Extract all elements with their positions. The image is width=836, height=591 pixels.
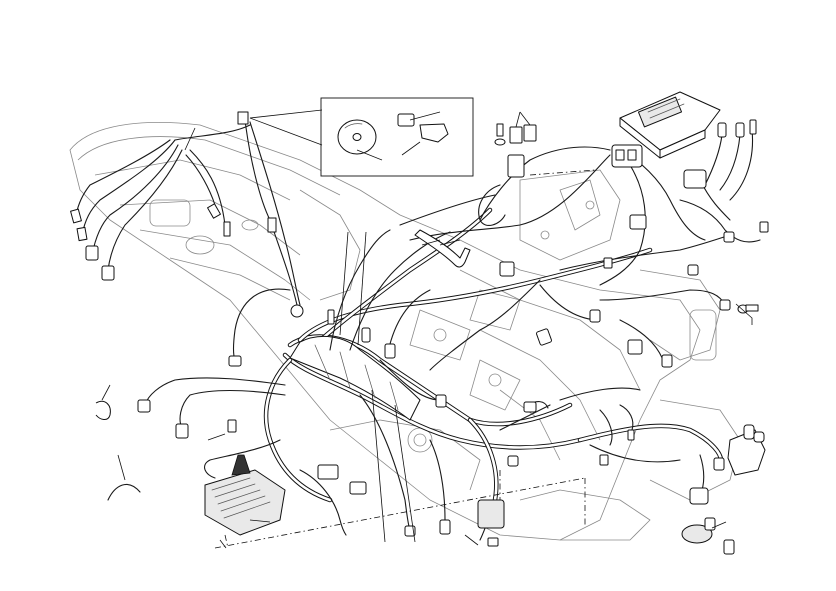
cable-clips <box>95 384 141 501</box>
main-connector-block <box>507 154 525 178</box>
cable-guide <box>414 229 471 268</box>
ecu <box>619 91 721 159</box>
relays <box>509 111 537 144</box>
fuse-plug <box>611 144 643 168</box>
leader-lines <box>184 127 479 549</box>
harness-connectors <box>70 111 769 547</box>
inset-box <box>249 97 474 177</box>
harness-branch-wires <box>75 119 761 541</box>
ignition-coil <box>727 424 766 476</box>
main-wiring-harness <box>263 207 724 503</box>
pressure-sensor <box>681 517 727 544</box>
construction-lines <box>214 169 596 549</box>
connector-top <box>237 111 249 125</box>
screws <box>227 123 759 555</box>
voltage-regulator <box>204 454 286 536</box>
